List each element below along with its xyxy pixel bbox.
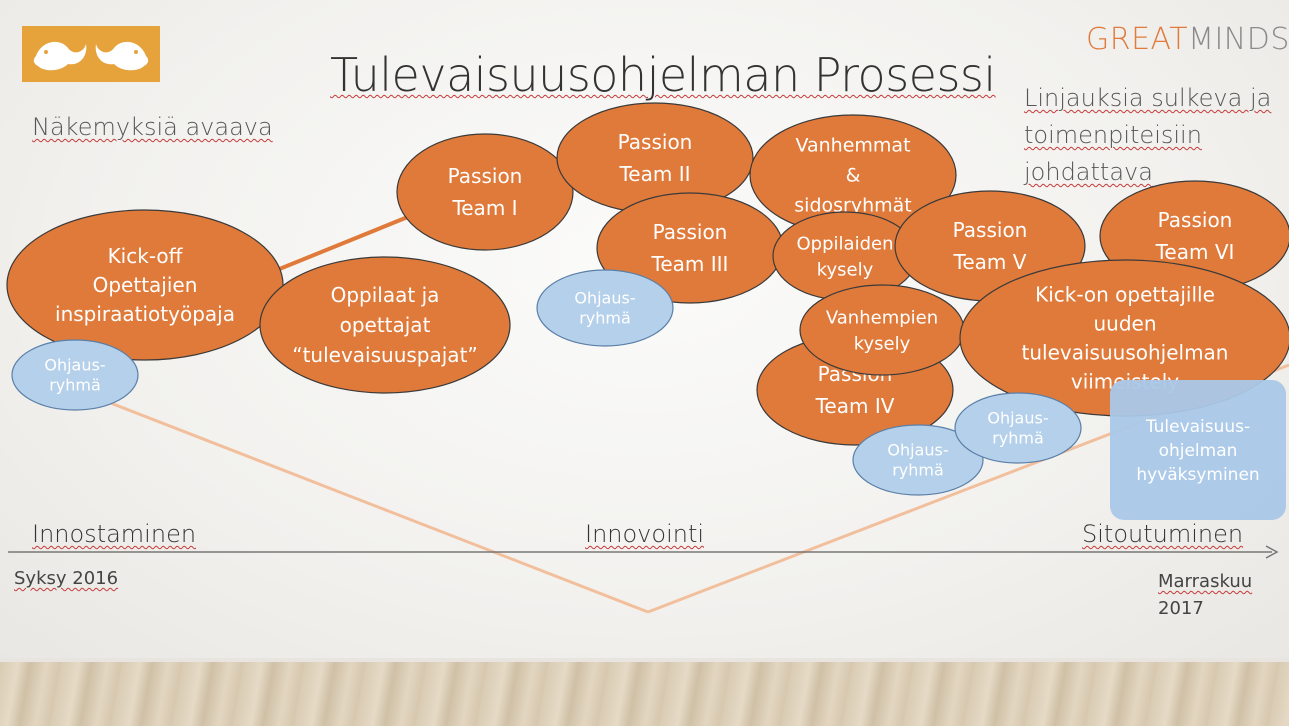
node-label: Tulevaisuus- bbox=[1145, 417, 1250, 437]
node-label: opettajat bbox=[340, 313, 431, 337]
node-label: Team III bbox=[651, 252, 729, 276]
date-end: Marraskuu 2017 bbox=[1158, 568, 1252, 622]
node-label: ohjelman bbox=[1159, 441, 1238, 461]
date-start: Syksy 2016 bbox=[14, 568, 119, 589]
node-label: Vanhempien bbox=[826, 307, 938, 328]
logo-birds-icon bbox=[33, 41, 149, 71]
note-right-line: Linjauksia sulkeva ja bbox=[1024, 84, 1272, 112]
approval-box: Tulevaisuus-ohjelman hyväksyminen bbox=[1110, 380, 1286, 520]
process-step-bubble: Oppilaat ja opettajat “tulevaisuuspajat” bbox=[259, 256, 511, 394]
node-label: & bbox=[846, 165, 861, 187]
note-left: Näkemyksiä avaava bbox=[32, 113, 273, 141]
node-label: “tulevaisuuspajat” bbox=[292, 343, 478, 367]
floor-edge bbox=[0, 658, 1289, 664]
node-label: Ohjaus- bbox=[987, 409, 1048, 428]
v-line-left bbox=[89, 393, 649, 614]
node-label: Ohjaus- bbox=[887, 441, 948, 460]
node-label: ryhmä bbox=[992, 429, 1044, 448]
phase-label: Sitoutuminen bbox=[1082, 520, 1244, 548]
node-label: Team I bbox=[451, 196, 517, 220]
node-shape bbox=[799, 284, 965, 376]
node-shape bbox=[11, 339, 139, 411]
wooden-floor bbox=[0, 662, 1289, 726]
node-label: Ohjaus- bbox=[44, 356, 105, 375]
node-label: Team II bbox=[618, 162, 690, 186]
note-right-line: toimenpiteisiin bbox=[1024, 121, 1202, 149]
node-shape bbox=[1110, 380, 1286, 520]
node-shape bbox=[536, 269, 674, 347]
steering-group-bubble: Ohjaus-ryhmä bbox=[852, 424, 984, 496]
steering-group-bubble: Ohjaus-ryhmä bbox=[536, 269, 674, 347]
timeline-arrow-icon bbox=[1265, 545, 1279, 559]
node-label: inspiraatiotyöpaja bbox=[55, 302, 235, 326]
node-label: uuden bbox=[1093, 312, 1156, 336]
node-label: ryhmä bbox=[579, 309, 631, 328]
node-label: Team V bbox=[953, 250, 1027, 274]
node-label: Opettajien bbox=[93, 273, 198, 297]
steering-group-bubble: Ohjaus-ryhmä bbox=[11, 339, 139, 411]
node-label: Team VI bbox=[1155, 240, 1235, 264]
node-label: Oppilaiden bbox=[797, 233, 894, 254]
logo bbox=[22, 26, 160, 82]
node-label: Passion bbox=[653, 220, 728, 244]
date-end-line: 2017 bbox=[1158, 598, 1204, 619]
node-label: ryhmä bbox=[49, 376, 101, 395]
node-shape bbox=[852, 424, 984, 496]
node-label: Oppilaat ja bbox=[331, 283, 440, 307]
node-label: sidosryhmät bbox=[794, 195, 911, 217]
node-label: Kick-on opettajille bbox=[1035, 283, 1215, 307]
process-step-bubble: Vanhempien kysely bbox=[799, 284, 965, 376]
node-shape bbox=[954, 392, 1082, 464]
node-label: kysely bbox=[854, 333, 911, 354]
process-step-bubble: Vanhemmat & sidosryhmät bbox=[749, 114, 957, 236]
node-shape bbox=[259, 256, 511, 394]
note-right-line: johdattava bbox=[1024, 158, 1153, 186]
date-end-line: Marraskuu bbox=[1158, 571, 1253, 592]
node-label: Passion bbox=[448, 164, 523, 188]
node-label: Passion bbox=[953, 218, 1028, 242]
node-label: ryhmä bbox=[892, 461, 944, 480]
node-label: Passion bbox=[618, 130, 693, 154]
node-label: Kick-off bbox=[108, 244, 184, 268]
brand-suffix: MINDS bbox=[1188, 22, 1289, 57]
node-label: Team IV bbox=[815, 394, 895, 418]
node-label: Ohjaus- bbox=[574, 289, 635, 308]
page-title: Tulevaisuusohjelman Prosessi bbox=[330, 48, 996, 102]
node-label: Vanhemmat bbox=[795, 135, 910, 157]
steering-group-bubble: Ohjaus-ryhmä bbox=[954, 392, 1082, 464]
node-label: Passion bbox=[1158, 208, 1233, 232]
phase-label: Innovointi bbox=[585, 520, 705, 548]
node-label: tulevaisuusohjelman bbox=[1022, 341, 1229, 365]
phase-label: Innostaminen bbox=[32, 520, 197, 548]
brand-wordmark: GREATMINDS bbox=[1086, 22, 1289, 57]
brand-prefix: GREAT bbox=[1086, 22, 1189, 57]
node-label: hyväksyminen bbox=[1136, 465, 1259, 485]
node-shape bbox=[396, 133, 574, 251]
note-right: Linjauksia sulkeva ja toimenpiteisiin jo… bbox=[1024, 80, 1284, 191]
node-label: kysely bbox=[817, 259, 874, 280]
